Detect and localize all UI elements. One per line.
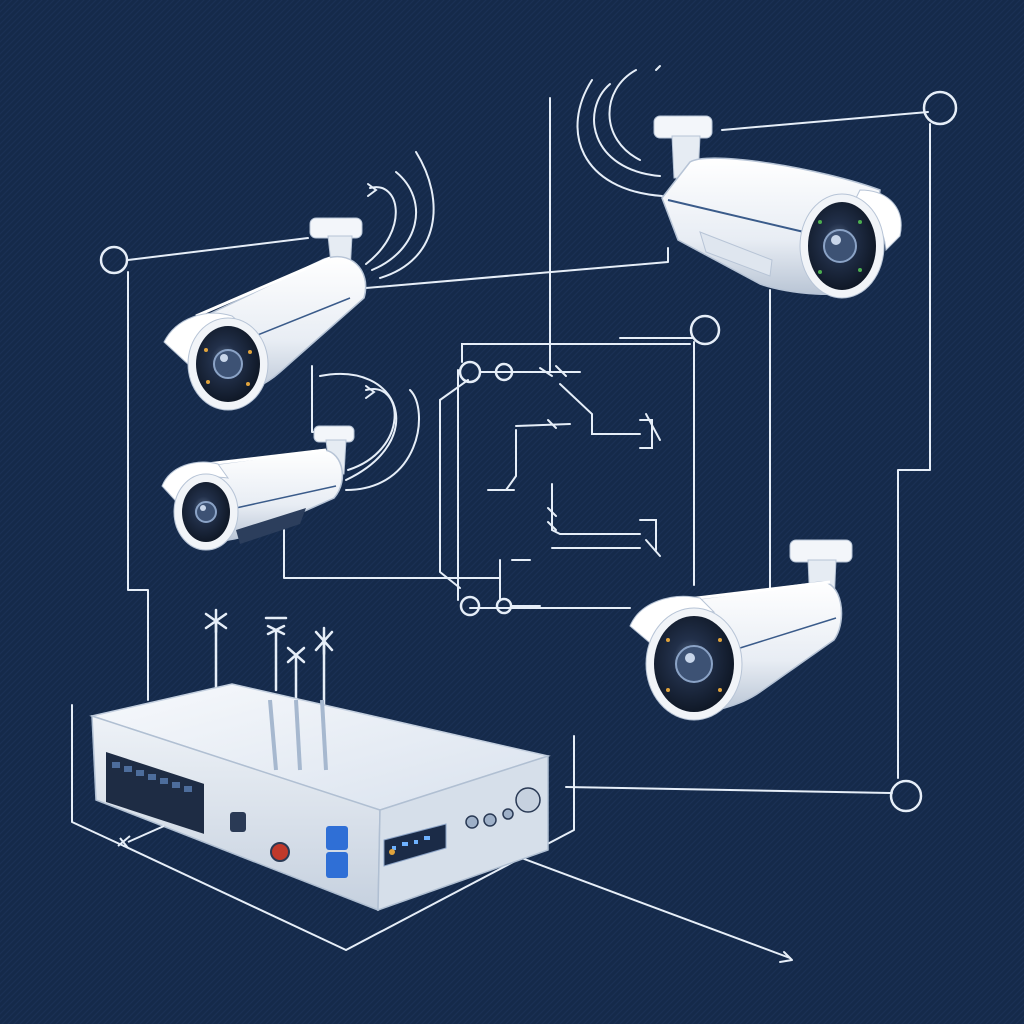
camera-mount xyxy=(790,540,852,562)
camera-mount xyxy=(654,116,712,138)
camera-mount xyxy=(310,218,362,238)
recorder-blue-port xyxy=(326,826,348,850)
recorder-red-button xyxy=(271,843,289,861)
recorder-power-slot xyxy=(230,812,246,832)
